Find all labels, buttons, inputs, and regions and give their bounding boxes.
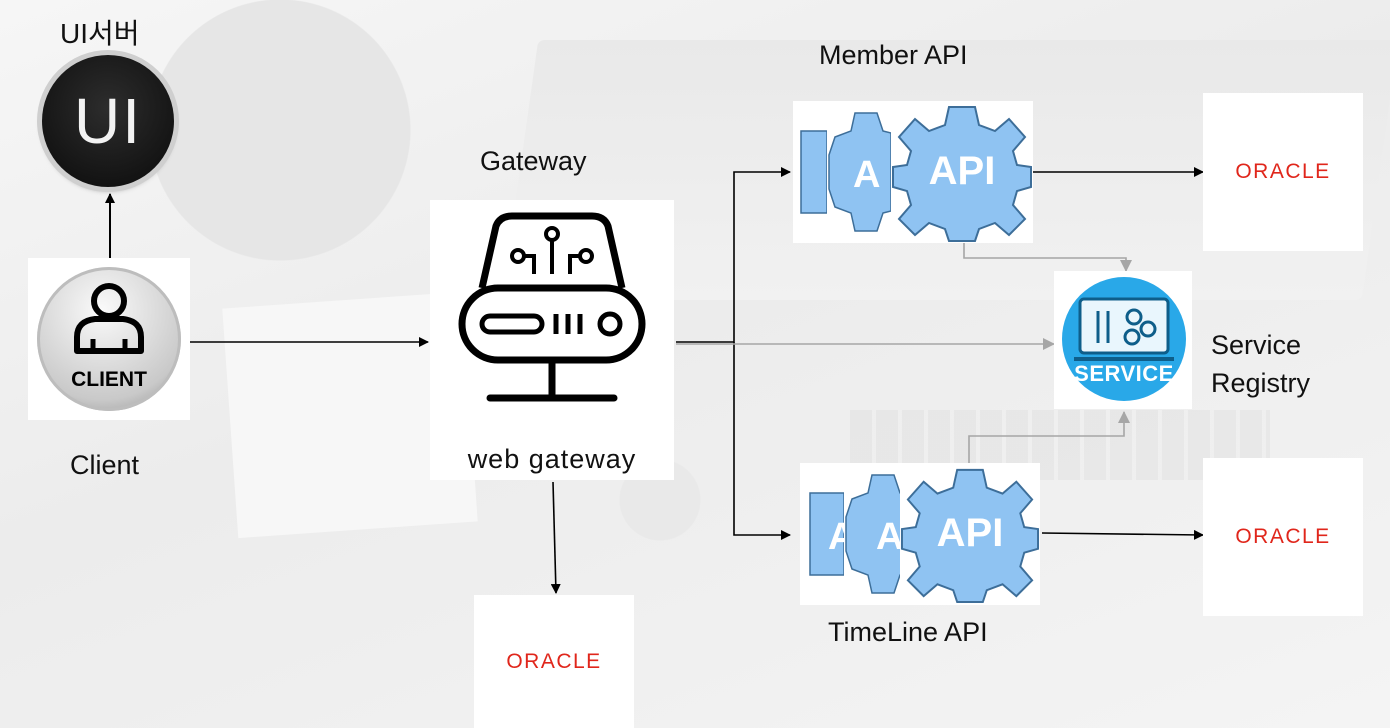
oracle-logo: ORACLE: [1235, 160, 1331, 183]
client-icon-text: CLIENT: [71, 368, 147, 391]
svg-text:A: A: [853, 154, 880, 196]
svg-text:A: A: [828, 516, 844, 558]
arrow-gateway-to-member-api: [676, 167, 791, 343]
service-registry-label-line2: Registry: [1211, 368, 1311, 398]
gear-icon: A: [845, 474, 905, 594]
client-icon: CLIENT: [37, 267, 181, 411]
oracle-db-timeline: ORACLE: [1203, 458, 1363, 616]
person-icon: [74, 283, 144, 354]
member-api-icon-text: API: [928, 149, 996, 193]
member-api-label: Member API: [819, 40, 968, 70]
timeline-api-label: TimeLine API: [828, 617, 988, 647]
gear-icon: [900, 468, 1040, 604]
timeline-api-gears: A A API: [800, 463, 1040, 605]
oracle-logo: ORACLE: [1235, 525, 1331, 548]
member-api-gears: A API: [793, 101, 1033, 243]
gear-card-back: [793, 101, 831, 243]
ui-server-label: UI서버: [60, 18, 140, 49]
gear-icon: [800, 130, 828, 214]
gear-card-back: A: [800, 463, 855, 605]
gear-card-front: API: [891, 101, 1033, 243]
client-box: CLIENT: [28, 258, 190, 420]
service-registry-box: SERVICE: [1054, 271, 1192, 409]
gear-icon: [892, 106, 1032, 242]
client-label: Client: [70, 450, 140, 480]
gear-card-middle: A: [844, 463, 905, 605]
service-icon-text: SERVICE: [1074, 361, 1174, 386]
service-registry-label-line1: Service: [1211, 330, 1302, 360]
arrow-member-to-registry: [963, 242, 1132, 272]
service-icon: [1074, 297, 1174, 361]
gear-icon: A: [809, 492, 855, 576]
arrow-timeline-to-registry: [968, 411, 1130, 464]
timeline-api-icon-text: API: [936, 511, 1004, 555]
svg-text:A: A: [876, 516, 903, 558]
arrow-gateway-to-timeline-api: [733, 342, 791, 540]
arrow-gateway-to-oracle: [550, 481, 561, 594]
service-icon: SERVICE: [1062, 277, 1186, 401]
oracle-logo: ORACLE: [506, 649, 602, 673]
gateway-box: web gateway: [430, 200, 674, 480]
arrow-timeline-to-oracle: [1041, 529, 1204, 540]
gear-card-front: API: [900, 463, 1040, 605]
oracle-db-member: ORACLE: [1203, 93, 1363, 251]
server-icon: [458, 212, 646, 402]
gear-icon: A: [828, 112, 892, 232]
gateway-caption: web gateway: [467, 444, 637, 474]
gateway-label: Gateway: [480, 146, 587, 176]
ui-server-icon: UI: [42, 55, 174, 187]
gear-card-middle: A: [827, 101, 892, 243]
oracle-db-gateway: ORACLE: [474, 595, 634, 728]
ui-server-icon-text: UI: [74, 85, 142, 157]
